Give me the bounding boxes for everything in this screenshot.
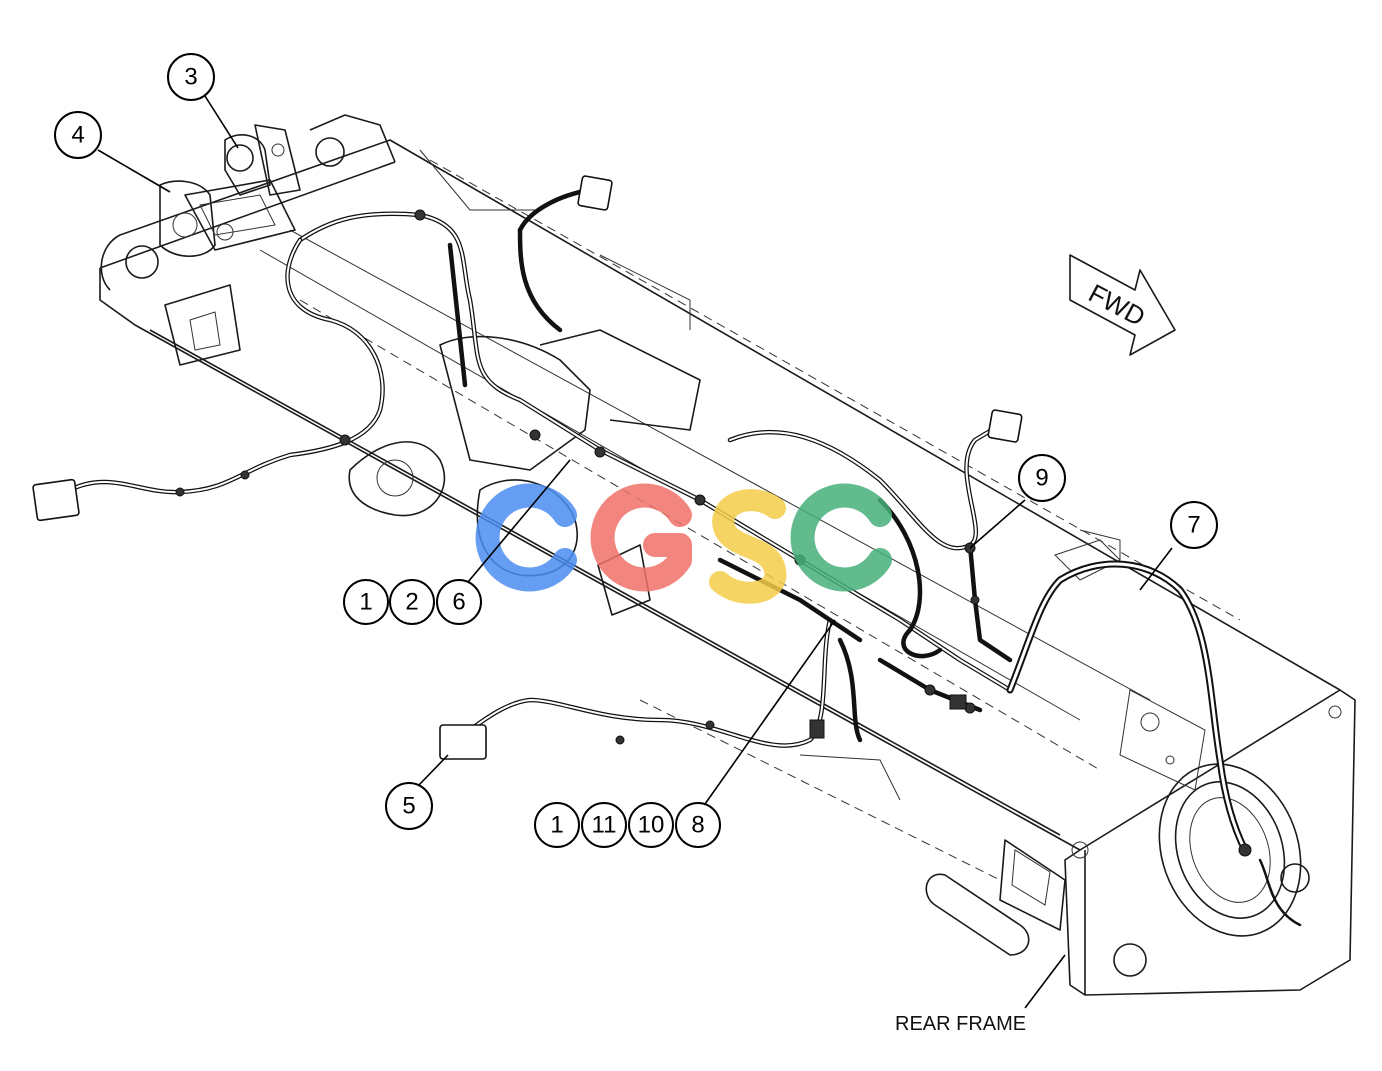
leader-lines — [97, 95, 1173, 1009]
cgsc-watermark — [475, 483, 892, 604]
callout-group-a-item: 1 — [359, 589, 372, 616]
connector-5 — [439, 724, 487, 760]
connector-right-upper — [987, 409, 1023, 443]
callout-7-label: 7 — [1187, 512, 1200, 539]
callout-group-b-item: 11 — [592, 812, 617, 839]
connector-upper — [577, 175, 613, 211]
callout-3-label: 3 — [184, 64, 197, 91]
callout-group-b-item: 10 — [638, 812, 665, 839]
callout-7: 7 — [1170, 501, 1218, 549]
callout-5: 5 — [385, 782, 433, 830]
callout-group-a-item: 2 — [405, 589, 418, 616]
callout-group-1-2-6: 1 2 6 — [343, 579, 482, 625]
harness-connectors — [32, 175, 1252, 857]
fwd-label: FWD — [1084, 278, 1150, 332]
callout-group-b-item: 8 — [691, 812, 704, 839]
relay-block — [809, 719, 825, 739]
callout-4: 4 — [54, 111, 102, 159]
callout-9: 9 — [1018, 454, 1066, 502]
fwd-arrow: FWD — [1069, 254, 1176, 356]
connector-left — [32, 478, 80, 522]
callout-3: 3 — [167, 53, 215, 101]
callout-5-label: 5 — [402, 793, 415, 820]
callout-4-label: 4 — [71, 122, 84, 149]
callout-group-1-11-10-8: 1 11 10 8 — [534, 802, 721, 848]
rear-frame-label: REAR FRAME — [895, 1013, 1026, 1035]
callout-group-a-item: 6 — [452, 589, 465, 616]
callout-9-label: 9 — [1035, 465, 1048, 492]
callout-group-b-item: 1 — [550, 812, 563, 839]
top-left-components — [159, 124, 301, 257]
